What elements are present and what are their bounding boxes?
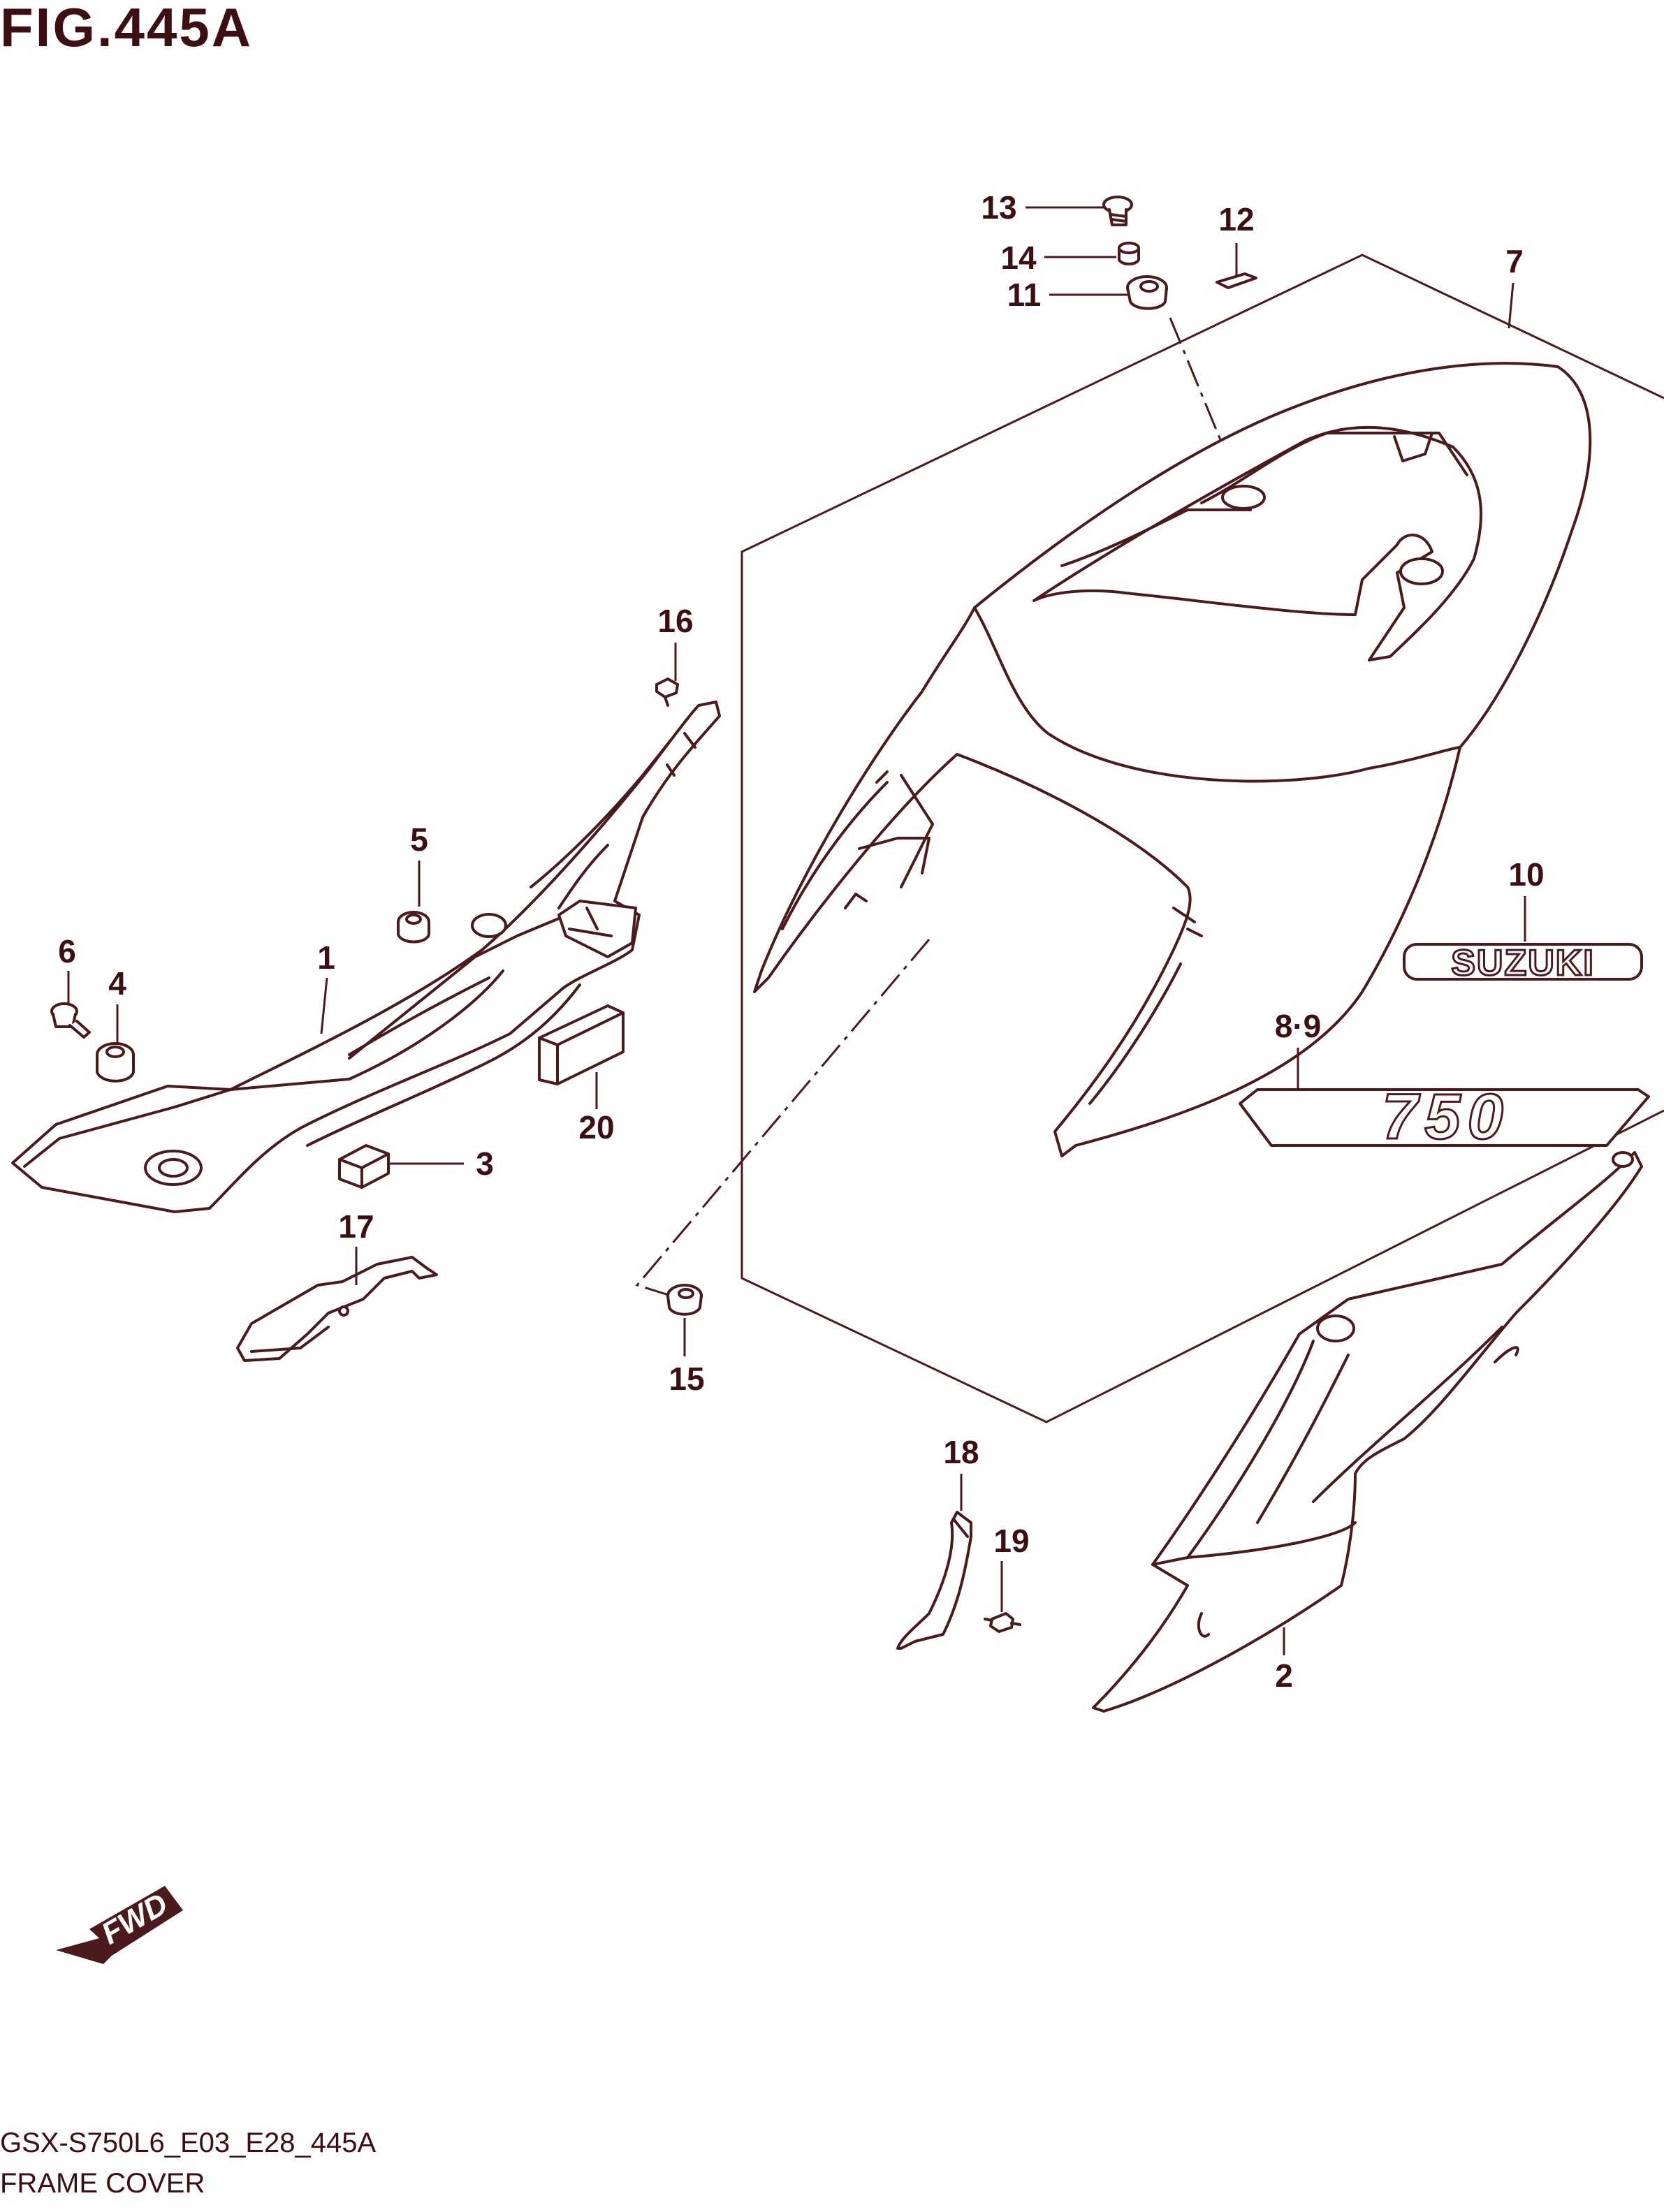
callout-4: 4 <box>108 965 126 1002</box>
right-frame-cover-part[interactable] <box>1092 1151 1643 1713</box>
pad-part-20[interactable] <box>538 1004 625 1085</box>
callout-12: 12 <box>1218 201 1254 237</box>
callout-2: 2 <box>1275 1657 1293 1694</box>
leader-lines <box>67 206 1526 1655</box>
callout-11: 11 <box>1007 277 1042 313</box>
callout-8-9: 8·9 <box>1275 1008 1321 1044</box>
model-decal-text: 750 <box>1382 1081 1510 1152</box>
suzuki-decal-text: SUZUKI <box>1451 943 1595 983</box>
callout-14: 14 <box>1000 240 1037 276</box>
screw-part-13[interactable] <box>1102 196 1133 226</box>
grommet-part-15[interactable] <box>666 1284 703 1316</box>
figure-title: FIG.445A <box>0 0 254 58</box>
left-frame-cover-part[interactable] <box>11 701 721 1213</box>
clip-part-19[interactable] <box>984 1612 1021 1633</box>
callout-7: 7 <box>1505 243 1524 279</box>
grommet-part-11[interactable] <box>1126 275 1168 310</box>
suzuki-decal-part-10[interactable]: SUZUKI <box>1403 942 1643 985</box>
forward-direction-arrow: FWD <box>56 1886 183 1964</box>
pad-part-3[interactable] <box>338 1144 390 1189</box>
model-code-label: GSX-S750L6_E03_E28_445A <box>0 2127 377 2158</box>
callout-10: 10 <box>1508 856 1544 893</box>
strip-part-18[interactable] <box>896 1511 972 1650</box>
callout-20: 20 <box>578 1109 614 1145</box>
callout-18: 18 <box>943 1434 979 1470</box>
callout-1: 1 <box>317 939 335 976</box>
callout-5: 5 <box>410 821 428 858</box>
bolt-part-6[interactable] <box>50 1002 91 1039</box>
guide-line-lower <box>635 939 930 1297</box>
grommet-part-4[interactable] <box>96 1042 135 1083</box>
clip-part-16[interactable] <box>655 677 679 707</box>
assembly-boundary-frame <box>740 254 1664 1423</box>
seat-tail-cover-part[interactable] <box>753 362 1592 1157</box>
callout-6: 6 <box>58 933 76 969</box>
callout-19: 19 <box>993 1523 1029 1559</box>
fwd-label: FWD <box>96 1887 173 1951</box>
callout-13: 13 <box>981 189 1016 226</box>
bracket-part-17[interactable] <box>236 1256 438 1362</box>
model-750-decal-part-8-9[interactable]: 750 <box>1239 1081 1650 1154</box>
callout-3: 3 <box>476 1145 494 1182</box>
grommet-part-5[interactable] <box>397 911 430 944</box>
callout-15: 15 <box>669 1361 704 1397</box>
section-name-label: FRAME COVER <box>0 2168 205 2199</box>
callout-17: 17 <box>338 1208 374 1245</box>
callout-labels: 13 14 11 12 7 10 8·9 16 5 6 4 1 3 20 17 … <box>58 189 1544 1694</box>
collar-part-14[interactable] <box>1118 242 1140 265</box>
callout-16: 16 <box>657 603 693 639</box>
